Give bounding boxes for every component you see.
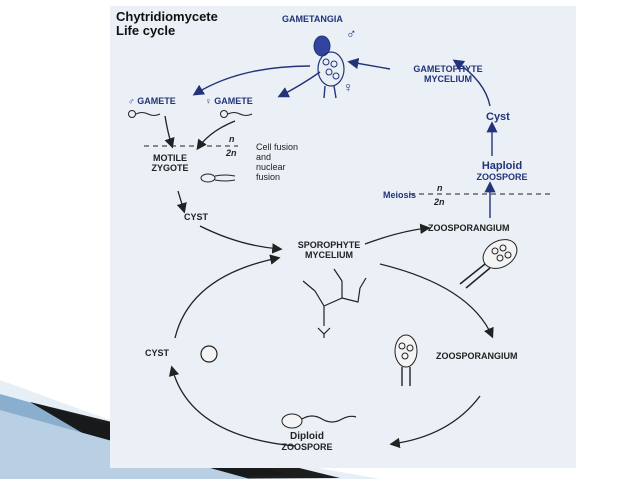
zoosporangium-top-drawing <box>459 239 518 289</box>
sporophyte-line-2: MYCELIUM <box>305 250 353 260</box>
diagram-title: Chytridiomycete Life cycle <box>116 10 218 38</box>
cell-fusion-line-2: and <box>256 152 272 162</box>
label-meiosis: Meiosis <box>383 190 417 200</box>
arrow-gametophyte-to-gametangia <box>347 57 391 70</box>
cell-fusion-line-4: fusion <box>256 172 281 182</box>
arrow-female-gamete-to-zygote <box>196 120 236 151</box>
arrow-cyst-to-sporophyte <box>199 225 283 254</box>
label-zoosporangium-right: ZOOSPORANGIUM <box>436 351 518 361</box>
label-sporophyte-mycelium: SPOROPHYTE MYCELIUM <box>274 240 384 260</box>
label-cell-fusion: Cell fusion and nuclear fusion <box>256 142 298 182</box>
label-diploid-zoospore: Diploid ZOOSPORE <box>262 431 352 453</box>
male-gamete-drawing <box>128 110 161 118</box>
label-gametangia: GAMETANGIA <box>282 14 343 24</box>
cell-fusion-line-1: Cell fusion <box>256 142 299 152</box>
diploid-text: Diploid <box>290 431 324 442</box>
label-cyst-right: Cyst <box>486 111 510 123</box>
label-gametophyte-mycelium: GAMETOPHYTE MYCELIUM <box>393 64 503 84</box>
arrow-gametangia-to-gamete <box>192 65 311 96</box>
motile-zygote-line-1: MOTILE <box>153 153 187 163</box>
arrow-cyst-to-gametophyte <box>452 59 491 107</box>
label-cyst-top: CYST <box>184 212 209 222</box>
arrow-cyst-to-sporophyte-left <box>174 254 281 339</box>
cell-fusion-line-3: nuclear <box>256 162 286 172</box>
diagram-panel <box>110 6 576 468</box>
title-line-1: Chytridiomycete <box>116 9 218 24</box>
title-line-2: Life cycle <box>116 23 176 38</box>
sporophyte-mycelium-drawing <box>302 268 367 338</box>
arrow-diploid-zoospore-to-cyst <box>168 365 296 447</box>
motile-zygote-drawing <box>200 173 236 183</box>
arrow-sporophyte-to-zoosporangium <box>364 223 431 245</box>
label-cyst-left: CYST <box>145 348 170 358</box>
arrow-gametangia-to-female-gamete <box>277 71 321 98</box>
sporophyte-line-1: SPOROPHYTE <box>297 240 361 250</box>
male-symbol: ♂ <box>346 25 357 41</box>
zoosporangium-right-drawing <box>394 334 418 386</box>
motile-zygote-line-2: ZYGOTE <box>151 163 189 173</box>
label-female-gamete: ♀ GAMETE <box>205 96 253 106</box>
haploid-text: Haploid <box>481 160 523 172</box>
arrow-zoosporangium-to-diploid-zoospore <box>389 395 481 449</box>
ploidy-n-right: n <box>437 183 443 193</box>
female-gamete-drawing <box>220 110 253 118</box>
gametophyte-line-2: MYCELIUM <box>424 74 472 84</box>
female-symbol: ♀ <box>343 79 354 95</box>
gametangia-drawing <box>313 35 345 99</box>
cyst-left-drawing <box>200 345 218 363</box>
label-zoosporangium-top: ZOOSPORANGIUM <box>428 223 510 233</box>
ploidy-2n-left: 2n <box>226 148 237 158</box>
life-cycle-diagram <box>128 35 550 449</box>
haploid-zoospore-text: ZOOSPORE <box>476 172 528 182</box>
diploid-zoospore-text: ZOOSPORE <box>281 442 333 452</box>
arrow-sporophyte-to-zoosporangium-right <box>379 263 494 339</box>
gametophyte-line-1: GAMETOPHYTE <box>413 64 483 74</box>
arrow-zygote-to-cyst <box>176 190 187 214</box>
label-motile-zygote: MOTILE ZYGOTE <box>135 153 205 173</box>
label-haploid-zoospore: Haploid ZOOSPORE <box>462 160 542 182</box>
label-male-gamete: ♂ GAMETE <box>128 96 176 106</box>
arrow-male-gamete-to-zygote <box>164 115 175 149</box>
ploidy-2n-right: 2n <box>434 197 445 207</box>
ploidy-n-left: n <box>229 134 235 144</box>
diploid-zoospore-drawing <box>281 413 357 429</box>
